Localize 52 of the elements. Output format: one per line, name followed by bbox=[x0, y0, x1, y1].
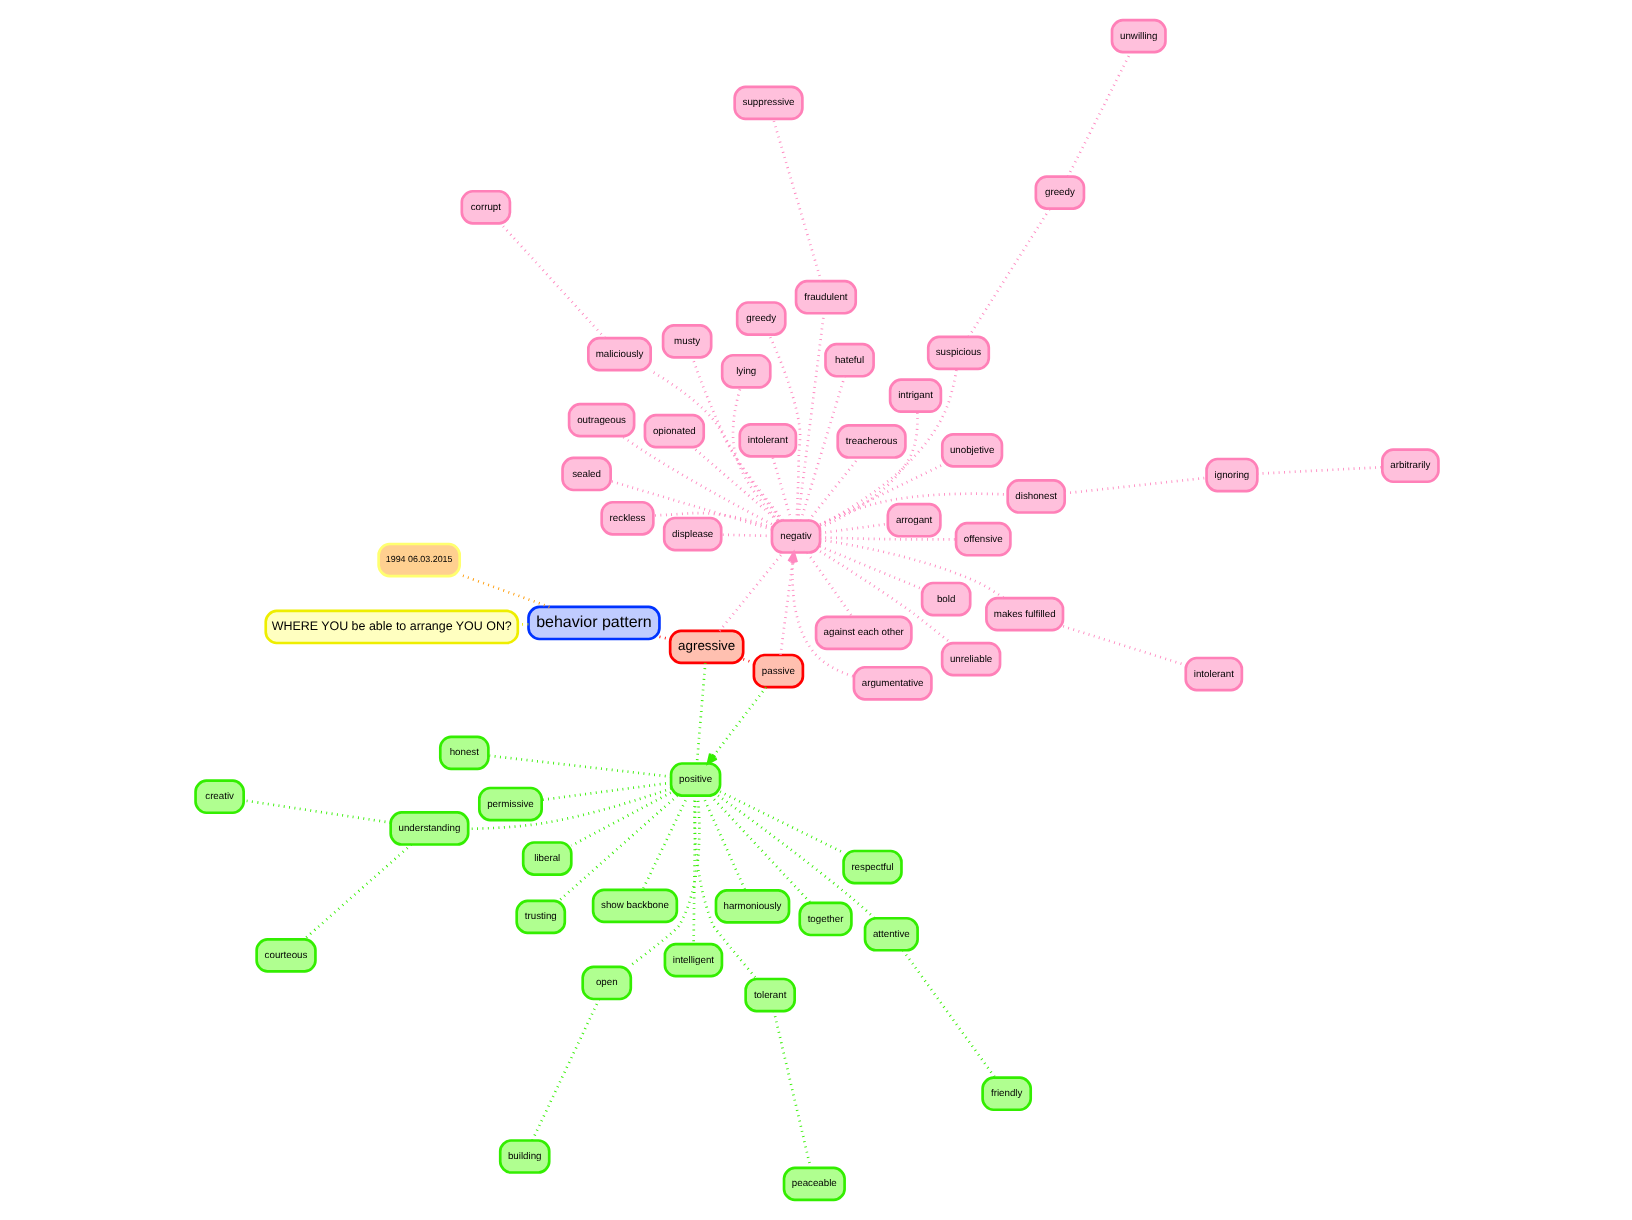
connector bbox=[818, 550, 951, 644]
connector bbox=[652, 511, 772, 529]
connector bbox=[771, 1010, 811, 1169]
connector bbox=[718, 790, 843, 854]
connector bbox=[818, 368, 957, 527]
connector bbox=[717, 551, 783, 632]
connector bbox=[627, 795, 700, 968]
connector bbox=[716, 794, 875, 919]
arrow bbox=[705, 686, 767, 765]
connector bbox=[694, 663, 706, 764]
connector bbox=[498, 222, 605, 339]
node-box: behavior pattern bbox=[526, 605, 660, 641]
connector bbox=[819, 538, 1004, 600]
connector bbox=[620, 435, 772, 526]
connector bbox=[795, 313, 825, 521]
connector bbox=[692, 795, 757, 980]
connector bbox=[771, 118, 822, 282]
connector bbox=[700, 795, 746, 891]
connector bbox=[1256, 465, 1382, 476]
connector bbox=[648, 369, 783, 521]
connector bbox=[790, 552, 854, 678]
connector bbox=[302, 843, 412, 941]
connector bbox=[242, 799, 390, 824]
connector bbox=[766, 334, 801, 521]
arrow bbox=[778, 551, 797, 655]
connector bbox=[556, 794, 678, 902]
connector bbox=[730, 387, 779, 522]
connector bbox=[1063, 476, 1206, 495]
connector bbox=[487, 754, 670, 778]
connector bbox=[540, 781, 671, 802]
connector bbox=[966, 207, 1050, 338]
connector bbox=[770, 456, 792, 521]
connector bbox=[798, 376, 845, 521]
connector bbox=[806, 456, 859, 522]
connector bbox=[690, 357, 782, 522]
connector bbox=[1065, 51, 1131, 178]
connector bbox=[458, 573, 549, 609]
connector bbox=[818, 411, 918, 529]
connector bbox=[900, 949, 996, 1079]
connector bbox=[530, 998, 600, 1141]
connector bbox=[640, 795, 688, 891]
connector bbox=[569, 791, 671, 847]
connector bbox=[818, 492, 1007, 526]
connector bbox=[819, 536, 955, 541]
connector bbox=[818, 545, 922, 591]
connector bbox=[691, 446, 778, 522]
connector bbox=[708, 794, 811, 904]
connector bbox=[609, 479, 771, 531]
connector bbox=[805, 552, 853, 618]
connector bbox=[1061, 625, 1185, 667]
connector bbox=[691, 795, 696, 944]
connector bbox=[819, 522, 887, 535]
